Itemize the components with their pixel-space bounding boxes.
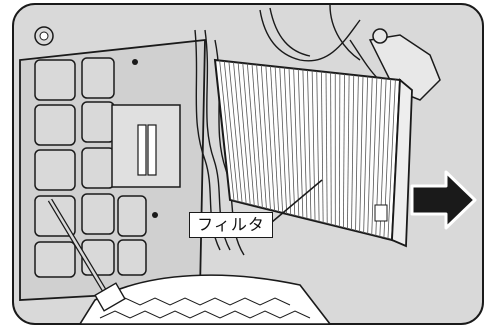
filter-pleat xyxy=(293,68,300,218)
cabin-air-filter xyxy=(213,58,413,248)
filter-pleat xyxy=(330,72,332,226)
filter-pleat xyxy=(260,64,271,211)
filter-pleat xyxy=(283,67,292,216)
filter-pleat xyxy=(256,64,267,210)
filter-pleat xyxy=(265,65,275,212)
filter-pleat xyxy=(347,74,350,230)
filter-label: フィルタ xyxy=(189,212,273,238)
filter-pleat xyxy=(367,76,373,235)
filter-pleat xyxy=(351,74,355,231)
filter-pleat xyxy=(219,60,235,202)
filter-pleat xyxy=(246,63,259,208)
filter-pleat xyxy=(270,65,279,213)
filter-pleat xyxy=(343,73,345,229)
filter-pleat xyxy=(371,77,378,236)
floor-mat xyxy=(78,274,332,325)
right-arrow-icon xyxy=(410,170,477,230)
callout-leader-line xyxy=(271,179,323,223)
filter-pleat xyxy=(325,71,328,225)
filter-pleat xyxy=(297,68,304,219)
filter-pleat xyxy=(288,67,296,217)
filter-pleat xyxy=(279,66,288,215)
filter-pleat xyxy=(307,69,312,221)
housing-panel xyxy=(19,26,206,301)
filter-pleat xyxy=(242,62,255,207)
filter-pleat xyxy=(355,75,359,232)
filter-pleat xyxy=(233,61,247,205)
filter-pleat xyxy=(387,79,396,240)
filter-pleat xyxy=(274,66,284,214)
filter-pleat xyxy=(223,60,239,203)
filter-pleat xyxy=(237,62,251,206)
filter-pleat xyxy=(311,70,316,222)
filter-pleat xyxy=(338,73,341,228)
filter-pleat xyxy=(228,61,243,204)
filter-pleat xyxy=(251,63,263,209)
filter-pleat xyxy=(363,76,369,234)
tool xyxy=(47,198,126,312)
filter-pleat xyxy=(316,70,320,223)
filter-pleat xyxy=(359,75,364,233)
filter-pleat xyxy=(320,71,324,224)
bracket xyxy=(368,28,441,101)
